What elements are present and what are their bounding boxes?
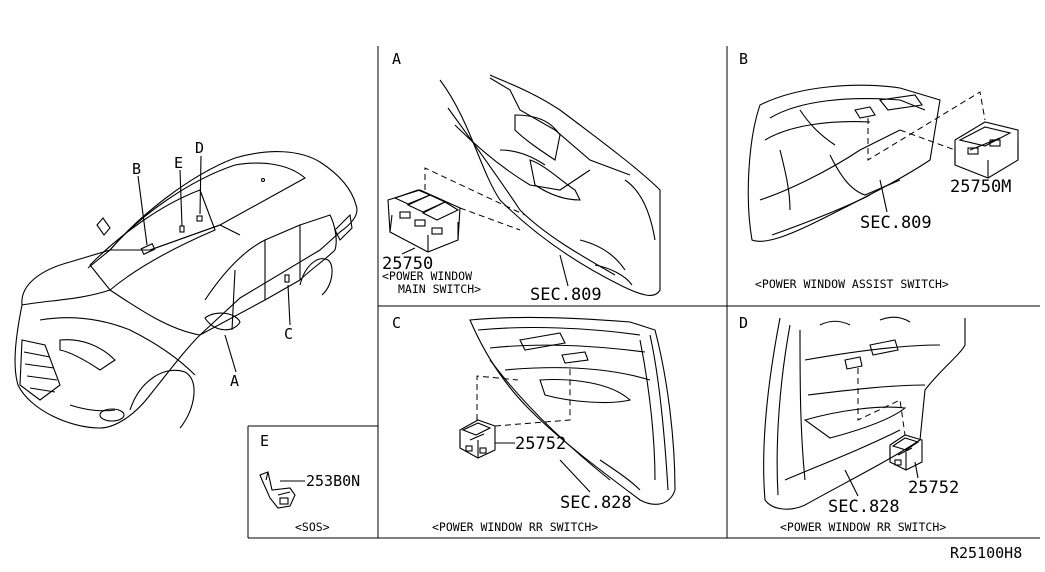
callout-d: D xyxy=(195,139,204,157)
panel-a-letter: A xyxy=(392,50,401,68)
rr-switch-c-drawing xyxy=(459,419,496,459)
front-door-trim-drawing xyxy=(439,74,661,296)
main-switch-drawing xyxy=(387,189,461,253)
callout-b: B xyxy=(132,160,141,178)
panel-d-caption: <POWER WINDOW RR SWITCH> xyxy=(780,520,946,534)
callout-c: C xyxy=(284,325,293,343)
part-no-25750: 25750 xyxy=(382,254,433,274)
panel-c-leaders xyxy=(476,365,591,493)
panel-d: D 25752 SEC.828 <POWER WI xyxy=(739,314,966,534)
car-illustration xyxy=(14,151,358,429)
panel-a-leaders xyxy=(401,167,569,287)
panel-c-sec: SEC.828 xyxy=(560,493,632,513)
panel-b: B 25750M SEC.809 <POWER W xyxy=(739,50,1019,291)
panel-e-caption: <SOS> xyxy=(295,520,330,534)
part-no-25752-c: 25752 xyxy=(515,434,566,454)
sos-switch-drawing xyxy=(259,471,296,509)
rr-switch-d-drawing xyxy=(889,434,923,471)
callout-a: A xyxy=(230,372,239,390)
panel-c-letter: C xyxy=(392,314,401,332)
rear-door-trim-drawing xyxy=(469,316,676,505)
panel-d-leaders xyxy=(844,368,919,497)
panel-d-sec: SEC.828 xyxy=(828,497,900,517)
panel-c: C 25752 SEC.828 xyxy=(392,314,676,534)
panel-c-caption: <POWER WINDOW RR SWITCH> xyxy=(432,520,598,534)
panel-e: E 253B0N <SOS> xyxy=(259,432,360,534)
panel-a: A 25750 xyxy=(382,50,661,305)
part-no-253b0n: 253B0N xyxy=(306,472,360,490)
panel-b-sec: SEC.809 xyxy=(860,213,932,233)
panel-a-caption-line1: <POWER WINDOW xyxy=(382,269,472,283)
part-no-25752-d: 25752 xyxy=(908,478,959,498)
car-callouts: B E D C A xyxy=(132,139,293,390)
panel-b-caption: <POWER WINDOW ASSIST SWITCH> xyxy=(755,277,949,291)
part-no-25750m: 25750M xyxy=(950,177,1011,197)
diagram-code: R25100H8 xyxy=(950,544,1022,562)
panel-frame xyxy=(247,46,1040,539)
panel-b-leaders xyxy=(867,91,986,213)
panel-b-letter: B xyxy=(739,50,748,68)
panel-a-caption-line2: MAIN SWITCH> xyxy=(398,282,481,296)
callout-e: E xyxy=(174,154,183,172)
panel-e-letter: E xyxy=(260,432,269,450)
panel-a-sec: SEC.809 xyxy=(530,285,602,305)
panel-d-letter: D xyxy=(739,314,748,332)
rear-door-trim-d-drawing xyxy=(763,316,966,510)
passenger-door-trim-drawing xyxy=(747,84,941,242)
assist-switch-drawing xyxy=(954,121,1019,179)
